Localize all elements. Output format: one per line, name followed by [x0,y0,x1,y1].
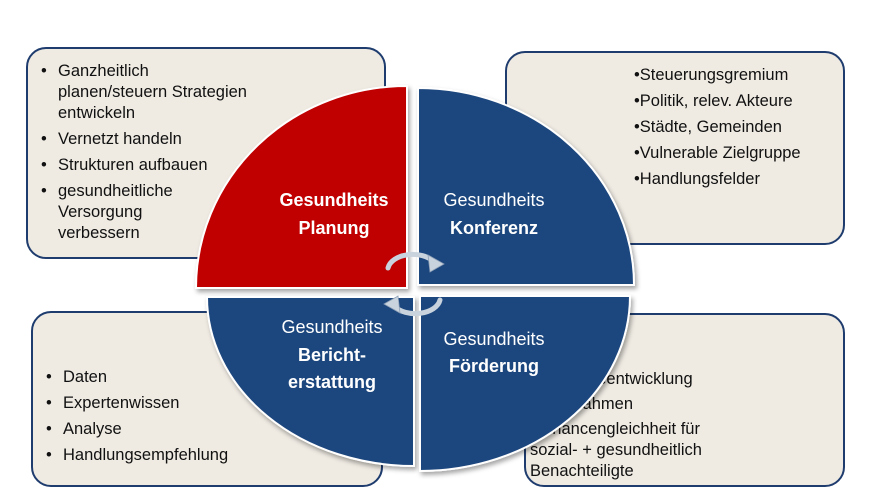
list-item: Analyse [41,419,381,440]
list-item: Chancengleichheit für sozial- + gesundhe… [530,419,735,482]
box-konferenz-details: Steuerungsgremium Politik, relev. Akteur… [505,51,845,245]
list-item: Handlungsempfehlung [41,445,381,466]
list-item: Ganzheitlich planen/steuern Strategien e… [36,61,248,124]
label-bericht-line3: erstattung [288,372,376,392]
list-item: Politik, relev. Akteure [634,91,843,112]
segment-konferenz [417,86,636,286]
list-item: Steuerungsgremium [634,65,843,86]
segment-foerderung [419,295,632,473]
list-item: Vernetzt handeln [36,129,384,150]
list-item: Handlungsfelder [634,169,843,190]
segment-planung [194,84,408,289]
list-item: Vulnerable Zielgruppe [634,143,843,164]
label-foerderung-line1: Gesundheits [443,329,544,349]
label-bericht-line1: Gesundheits [281,317,382,337]
label-planung-line2: Planung [299,218,370,238]
label-foerderung-line2: Förderung [449,356,539,376]
label-planung-line1: Gesundheits [279,190,388,210]
list-item: Daten [41,367,381,388]
label-konferenz-line1: Gesundheits [443,190,544,210]
list-item: gesundheitliche Versorgung verbessern [36,181,208,244]
label-bericht-line2: Bericht- [298,345,366,365]
segment-berichterstattung [205,296,415,468]
label-konferenz-line2: Konferenz [450,218,538,238]
list-item: Städte, Gemeinden [634,117,843,138]
list-item: Expertenwissen [41,393,381,414]
list-item: Strukturen aufbauen [36,155,384,176]
arrowheads [383,254,445,314]
